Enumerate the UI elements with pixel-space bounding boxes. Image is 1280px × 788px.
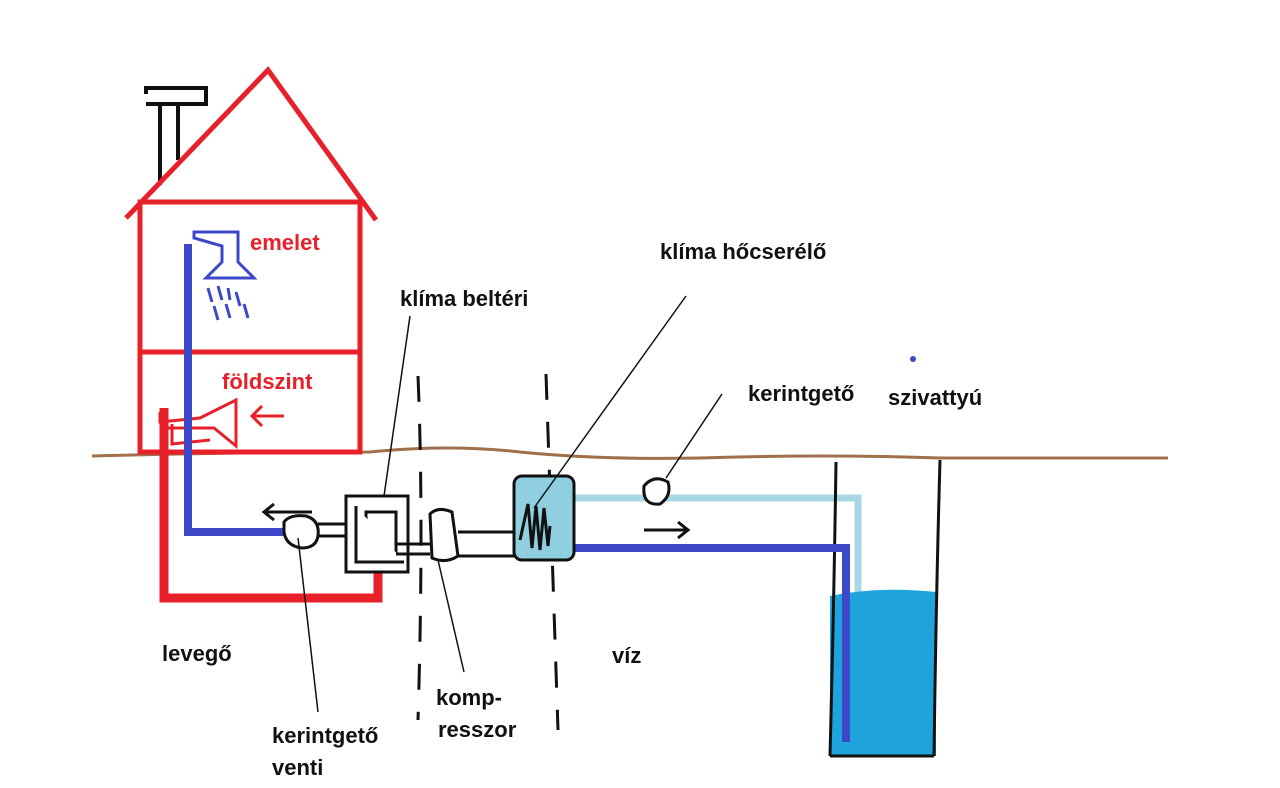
well-water — [830, 589, 936, 756]
separator-water — [544, 373, 560, 731]
indoor-to-compressor-pipe — [396, 542, 430, 556]
label-kerintgeto: kerintgető — [748, 381, 855, 406]
hot-pipe — [159, 408, 383, 603]
house-outline — [124, 66, 379, 455]
air-outlet-icon — [158, 397, 238, 450]
label-emelet: emelet — [250, 230, 320, 255]
supply-pipe — [574, 544, 850, 742]
leader-lines — [297, 295, 723, 713]
cold-pipe — [184, 244, 292, 536]
label-klima-belteri: klíma beltéri — [400, 286, 529, 311]
well-walls — [828, 459, 942, 758]
compressor-to-exchanger-pipe — [458, 530, 516, 558]
separator-air — [416, 375, 423, 721]
label-szivattyu: szivattyú — [888, 385, 983, 410]
label-kompresszor-2: resszor — [438, 717, 517, 742]
water-flow-arrow — [644, 520, 691, 540]
chimney — [144, 86, 208, 185]
circulating-fan — [282, 514, 320, 550]
label-kerintgeto-venti-1: kerintgető — [272, 723, 379, 748]
return-pipe — [574, 494, 862, 640]
fan-to-indoor-pipe — [318, 522, 346, 538]
compressor — [428, 507, 460, 563]
label-kompresszor-1: komp- — [436, 685, 502, 710]
label-klima-hocserelo: klíma hőcserélő — [660, 239, 827, 264]
indoor-unit — [344, 494, 410, 574]
label-kerintgeto-venti-2: venti — [272, 755, 324, 780]
fan-flow-arrow — [261, 502, 312, 522]
air-flow-arrow — [249, 404, 284, 428]
label-levego: levegő — [162, 641, 232, 666]
shower-icon — [192, 230, 258, 321]
heat-exchanger-coil — [518, 503, 552, 551]
stray-dot — [910, 356, 916, 362]
label-foldszint: földszint — [222, 369, 313, 394]
circulating-pump — [642, 477, 671, 506]
label-viz: víz — [612, 643, 642, 668]
